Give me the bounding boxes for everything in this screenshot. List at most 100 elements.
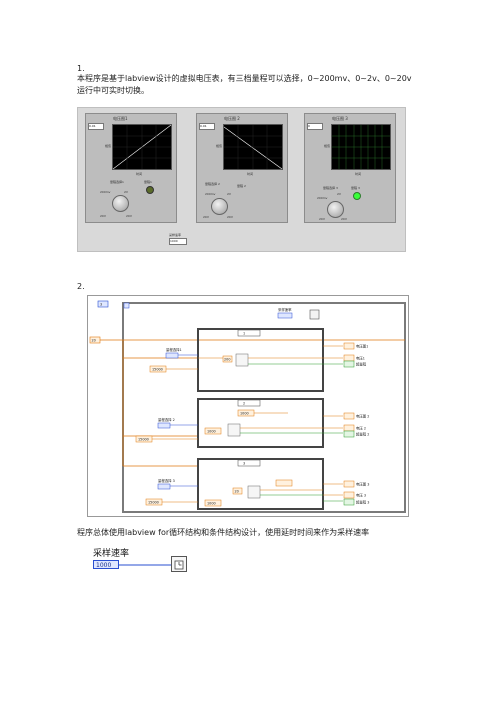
- range-led-1: [146, 186, 154, 194]
- section2-number: 2.: [77, 282, 85, 291]
- knob-label-2v-1: 2V: [124, 190, 128, 194]
- output-terminal-7: [343, 480, 355, 488]
- compare-node-3: [247, 485, 261, 499]
- output-label-7: 电压图 3: [356, 482, 369, 487]
- output-label-8: 电压 3: [356, 493, 366, 498]
- case-selector-3: [237, 459, 261, 467]
- output-label-6: 超量程 2: [356, 432, 369, 437]
- sample-rate-figure-value[interactable]: 1000: [93, 560, 119, 569]
- case-structure-2: [197, 398, 324, 448]
- case-label-3: 3: [243, 462, 245, 466]
- case-selector-1: [237, 329, 261, 337]
- constant-1000-1-text: 1000: [240, 412, 249, 416]
- case-selector-2: [237, 399, 261, 407]
- graph-title-3: 电压图 3: [332, 116, 348, 121]
- wait-timer-icon: [171, 556, 187, 572]
- axis-x-label-3: 时间: [355, 172, 362, 176]
- compare-node-1: [235, 353, 249, 367]
- output-label-1: 电压图1: [356, 344, 368, 349]
- section1-number: 1.: [77, 64, 85, 73]
- output-label-3: 超量程: [356, 362, 367, 367]
- knob-label-20v-3b: 20V: [341, 217, 347, 221]
- loop-n-terminal: [123, 302, 130, 309]
- voltage-graph-3: [331, 124, 391, 170]
- axis-x-label-2: 时间: [247, 172, 254, 176]
- compare-node-2: [227, 423, 241, 437]
- output-terminal-6: [343, 430, 355, 438]
- constant-15000-3-text: 15000: [148, 501, 159, 505]
- timer-glyph: [174, 560, 184, 570]
- knob-label-20v-3a: 20V: [319, 217, 325, 221]
- loop-count-text: 3: [100, 303, 102, 307]
- range-select-terminal-2: [157, 422, 171, 429]
- axis-y-label-1: 幅值: [105, 144, 112, 148]
- sample-rate-value[interactable]: 1000: [169, 238, 187, 245]
- loop-count-terminal: [97, 300, 109, 308]
- block-diagram-figure: 3 20 采样速率 1 2 3 量程选择1 量程选择 2 量程选择 3 1500…: [87, 295, 409, 517]
- output-label-5: 电压 2: [356, 426, 366, 431]
- output-label-4: 电压图 2: [356, 414, 369, 419]
- output-label-9: 超量程 3: [356, 500, 369, 505]
- range-knob-3[interactable]: [327, 201, 344, 218]
- case-label-2: 2: [243, 402, 245, 406]
- section1-line2: 运行中可实时切换。: [77, 86, 149, 95]
- constant-15000-1-text: 15000: [152, 368, 163, 372]
- voltage-panel-3: 电压图 3 0 时间 幅值 量程选择 3 量程 3 200mv 2V 20V 2…: [304, 113, 396, 223]
- rate-label-text: 采样速率: [278, 307, 292, 312]
- voltage-panel-2: 电压图 2 0.01 时间 幅值 量程选择 2 量程 2 200mv 2V 20…: [196, 113, 288, 223]
- knob-label-200mv-3: 200mv: [317, 196, 328, 200]
- range-knob-1[interactable]: [112, 195, 129, 212]
- led-label-1: 量程1: [144, 180, 152, 184]
- led-label-2: 量程 2: [237, 184, 246, 188]
- constant-1000-3-text: 1000: [207, 502, 216, 506]
- range-selector-label-3: 量程选择 3: [323, 186, 338, 190]
- range-led-3: [353, 192, 361, 200]
- output-terminal-3: [343, 360, 355, 368]
- knob-label-200mv-1: 200mv: [100, 190, 111, 194]
- axis-x-label-1: 时间: [136, 172, 143, 176]
- range-knob-2[interactable]: [211, 198, 228, 215]
- range-selector-label-1: 量程选择1: [110, 180, 124, 184]
- axis-y-label-3: 幅值: [324, 144, 331, 148]
- constant-15000-2-text: 15000: [138, 438, 149, 442]
- range-display-2: 0.01: [199, 123, 215, 130]
- knob-label-2v-3: 2V: [337, 192, 341, 196]
- constant-1000-2-text: 1000: [207, 430, 216, 434]
- constant-20-inner: [232, 487, 243, 495]
- constant-1000-2: [204, 427, 222, 435]
- sample-rate-figure-label: 采样速率: [93, 549, 130, 559]
- constant-200-text: 200: [224, 358, 230, 362]
- block-diagram-canvas: 3 20 采样速率 1 2 3 量程选择1 量程选择 2 量程选择 3 1500…: [89, 300, 406, 513]
- voltage-panel-1: 电压图1 0.01 时间 幅值 量程选择1 量程1 200mv 2V 20V 2…: [85, 113, 177, 223]
- front-panel-figure: 电压图1 0.01 时间 幅值 量程选择1 量程1 200mv 2V 20V 2…: [77, 107, 406, 252]
- graph-plot-2: [223, 125, 283, 170]
- graph-title-2: 电压图 2: [224, 116, 240, 121]
- knob-label-20v-1a: 20V: [100, 214, 106, 218]
- graph-plot-3: [332, 125, 390, 169]
- range-select-terminal-3: [157, 483, 171, 490]
- rate-terminal: [277, 312, 293, 319]
- output-terminal-4: [343, 412, 355, 420]
- knob-label-2v-2: 2V: [227, 192, 231, 196]
- range-select-terminal-1: [165, 352, 179, 359]
- output-label-2: 电压1: [356, 356, 365, 361]
- axis-y-label-2: 幅值: [216, 144, 223, 148]
- knob-label-20v-1b: 20V: [126, 214, 132, 218]
- sample-rate-label: 采样速率: [169, 233, 182, 237]
- range-select-label-2: 量程选择 2: [158, 417, 175, 422]
- case-label-1: 1: [243, 332, 245, 336]
- graph-plot-1: [112, 124, 172, 170]
- graph-title-1: 电压图1: [113, 116, 128, 121]
- constant-200: [222, 355, 233, 363]
- led-label-3: 量程 3: [351, 186, 360, 190]
- output-terminal-8: [343, 491, 355, 499]
- sample-rate-wire: [119, 564, 171, 566]
- range-display-3: 0: [307, 123, 323, 130]
- range-select-label-1: 量程选择1: [166, 347, 182, 352]
- knob-label-20v-2a: 20V: [203, 215, 209, 219]
- voltage-graph-1: [112, 124, 172, 170]
- output-terminal-5: [343, 424, 355, 432]
- knob-label-200mv-2: 200mv: [205, 192, 216, 196]
- voltage-graph-2: [223, 124, 283, 170]
- constant-20-inner-text: 20: [235, 490, 239, 494]
